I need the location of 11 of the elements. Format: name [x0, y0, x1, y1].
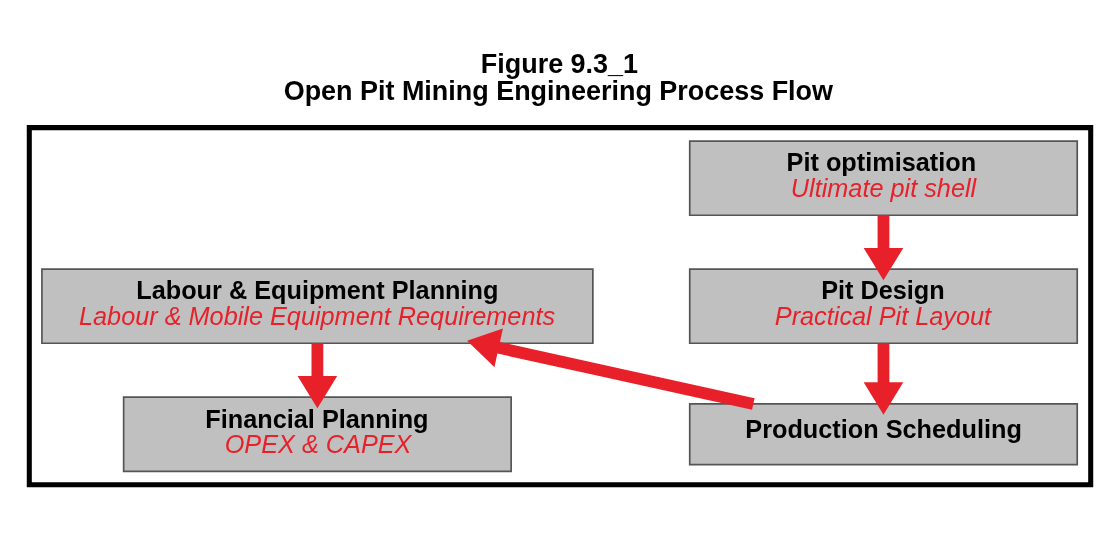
arrow — [863, 342, 904, 415]
arrow — [467, 327, 755, 410]
node-box: Labour & Equipment Planning Labour & Mobile Equipment Requirements — [41, 267, 594, 344]
node-box: Production Scheduling — [688, 402, 1079, 465]
cluster — [26, 124, 1094, 487]
arrow — [297, 342, 338, 408]
node-box: Pit Design Practical Pit Layout — [688, 267, 1079, 344]
arrow — [863, 214, 904, 280]
node-box: Financial Planning OPEX & CAPEX — [122, 395, 512, 472]
diagram-title: Figure 9.3_1 — [480, 48, 639, 79]
node-box: Pit optimisation Ultimate pit shell — [688, 139, 1079, 216]
